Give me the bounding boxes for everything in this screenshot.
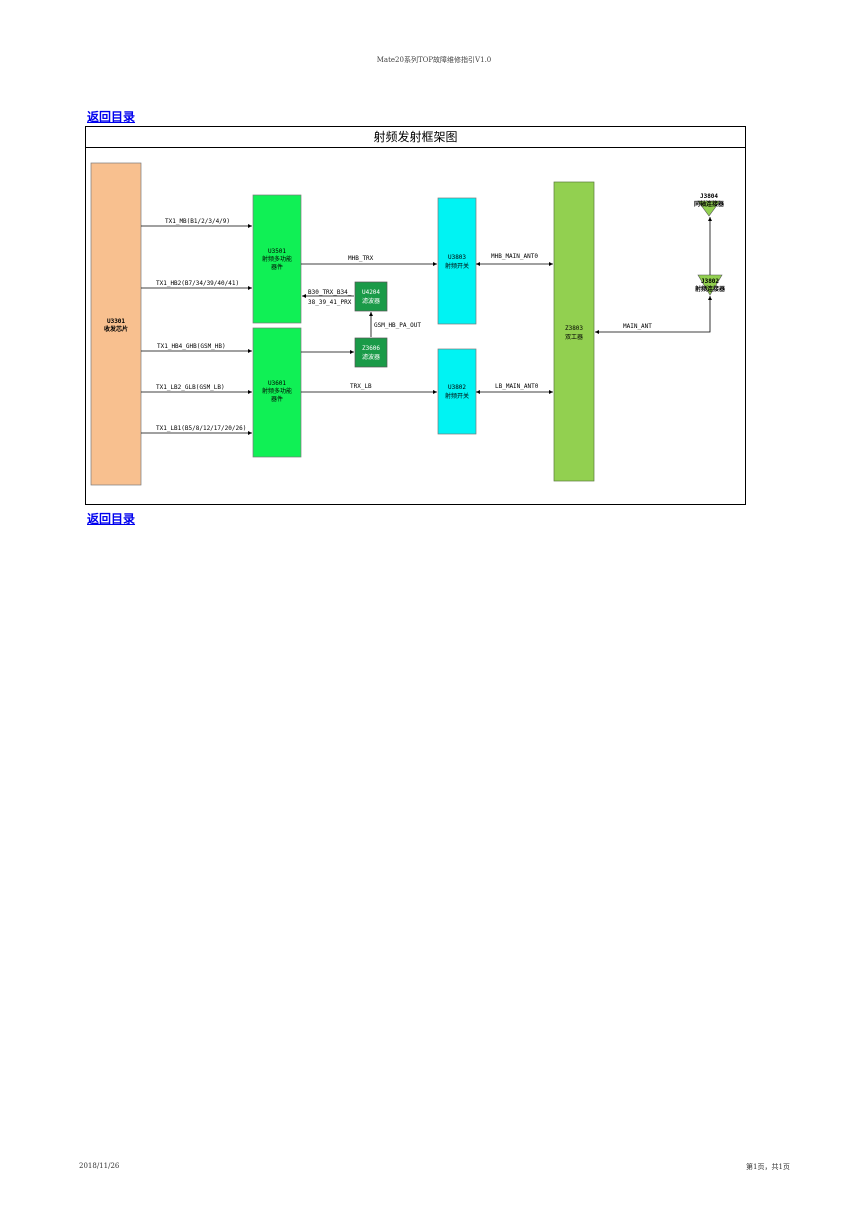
back-to-contents-link-bottom[interactable]: 返回目录 xyxy=(87,512,136,526)
footer-date: 2018/11/26 xyxy=(79,1162,120,1170)
u3501-id: U3501 xyxy=(268,248,286,255)
label-main-ant: MAIN_ANT xyxy=(623,323,652,330)
label-tx1-mb: TX1_MB(B1/2/3/4/9) xyxy=(165,218,230,225)
u3803-name: 射频开关 xyxy=(445,262,469,270)
label-b30-line1: B30_TRX_B34_ xyxy=(308,289,352,296)
u3501-multifunction-block xyxy=(252,194,302,324)
j3804-connector xyxy=(697,200,721,217)
u3501-name-line1: 射频多功能 xyxy=(262,255,292,263)
j3804-id: J3804 xyxy=(700,193,718,200)
u3301-id: U3301 xyxy=(107,318,125,325)
footer-page-number: 第1页，共1页 xyxy=(746,1163,790,1171)
label-b30-line2: 38_39_41_PRX xyxy=(308,299,352,306)
z3606-name: 滤波器 xyxy=(362,353,380,361)
u4204-id: U4204 xyxy=(362,289,380,296)
u3803-id: U3803 xyxy=(448,254,466,261)
u3601-multifunction-block xyxy=(252,327,302,458)
label-tx1-hb2: TX1_HB2(B7/34/39/40/41) xyxy=(156,280,239,287)
u3301-name: 收发芯片 xyxy=(104,325,128,333)
label-mhb-trx: MHB_TRX xyxy=(348,255,374,262)
u3601-id: U3601 xyxy=(268,380,286,387)
back-to-contents-link-top[interactable]: 返回目录 xyxy=(87,110,136,124)
j3802-name: 射频连接器 xyxy=(694,285,726,293)
z3606-filter-block xyxy=(354,337,388,368)
diagram-frame: 射频发射框架图 U3301 收发芯片 U3501 射频多功能 器件 U3601 … xyxy=(85,126,746,505)
j3802-id: J3802 xyxy=(701,278,719,285)
z3606-id: Z3606 xyxy=(362,345,380,352)
label-tx1-lb2: TX1_LB2_GLB(GSM_LB) xyxy=(156,384,225,391)
j3804-name: 同轴连接器 xyxy=(694,200,725,208)
rf-tx-block-diagram: U3301 收发芯片 U3501 射频多功能 器件 U3601 射频多功能 器件… xyxy=(90,162,726,486)
u3802-name: 射频开关 xyxy=(445,392,469,400)
u3601-name-line1: 射频多功能 xyxy=(262,387,292,395)
label-lb-main-ant0: LB_MAIN_ANT0 xyxy=(495,383,539,390)
u4204-name: 滤波器 xyxy=(362,297,380,305)
u3601-name-line2: 器件 xyxy=(271,395,283,403)
label-tx1-hb4: TX1_HB4_GHB(GSM_HB) xyxy=(157,343,226,350)
z3803-duplexer-block xyxy=(553,181,595,482)
label-tx1-lb1: TX1_LB1(B5/8/12/17/20/26) xyxy=(156,425,246,432)
u3802-switch-block xyxy=(437,348,477,435)
label-trx-lb: TRX_LB xyxy=(350,383,372,390)
line-main-ant xyxy=(595,296,712,334)
z3803-id: Z3803 xyxy=(565,325,583,332)
u3803-switch-block xyxy=(437,197,477,325)
u3301-transceiver-block xyxy=(90,162,142,486)
u3802-id: U3802 xyxy=(448,384,466,391)
label-gsm-hb-pa-out: GSM_HB_PA_OUT xyxy=(374,322,421,329)
u3501-name-line2: 器件 xyxy=(271,263,283,271)
document-header: Mate20系列TOP故障维修指引V1.0 xyxy=(376,56,492,64)
u4204-filter-block xyxy=(354,281,388,312)
label-mhb-main-ant0: MHB_MAIN_ANT0 xyxy=(491,253,538,260)
z3803-name: 双工器 xyxy=(565,334,583,341)
diagram-title: 射频发射框架图 xyxy=(86,127,745,148)
